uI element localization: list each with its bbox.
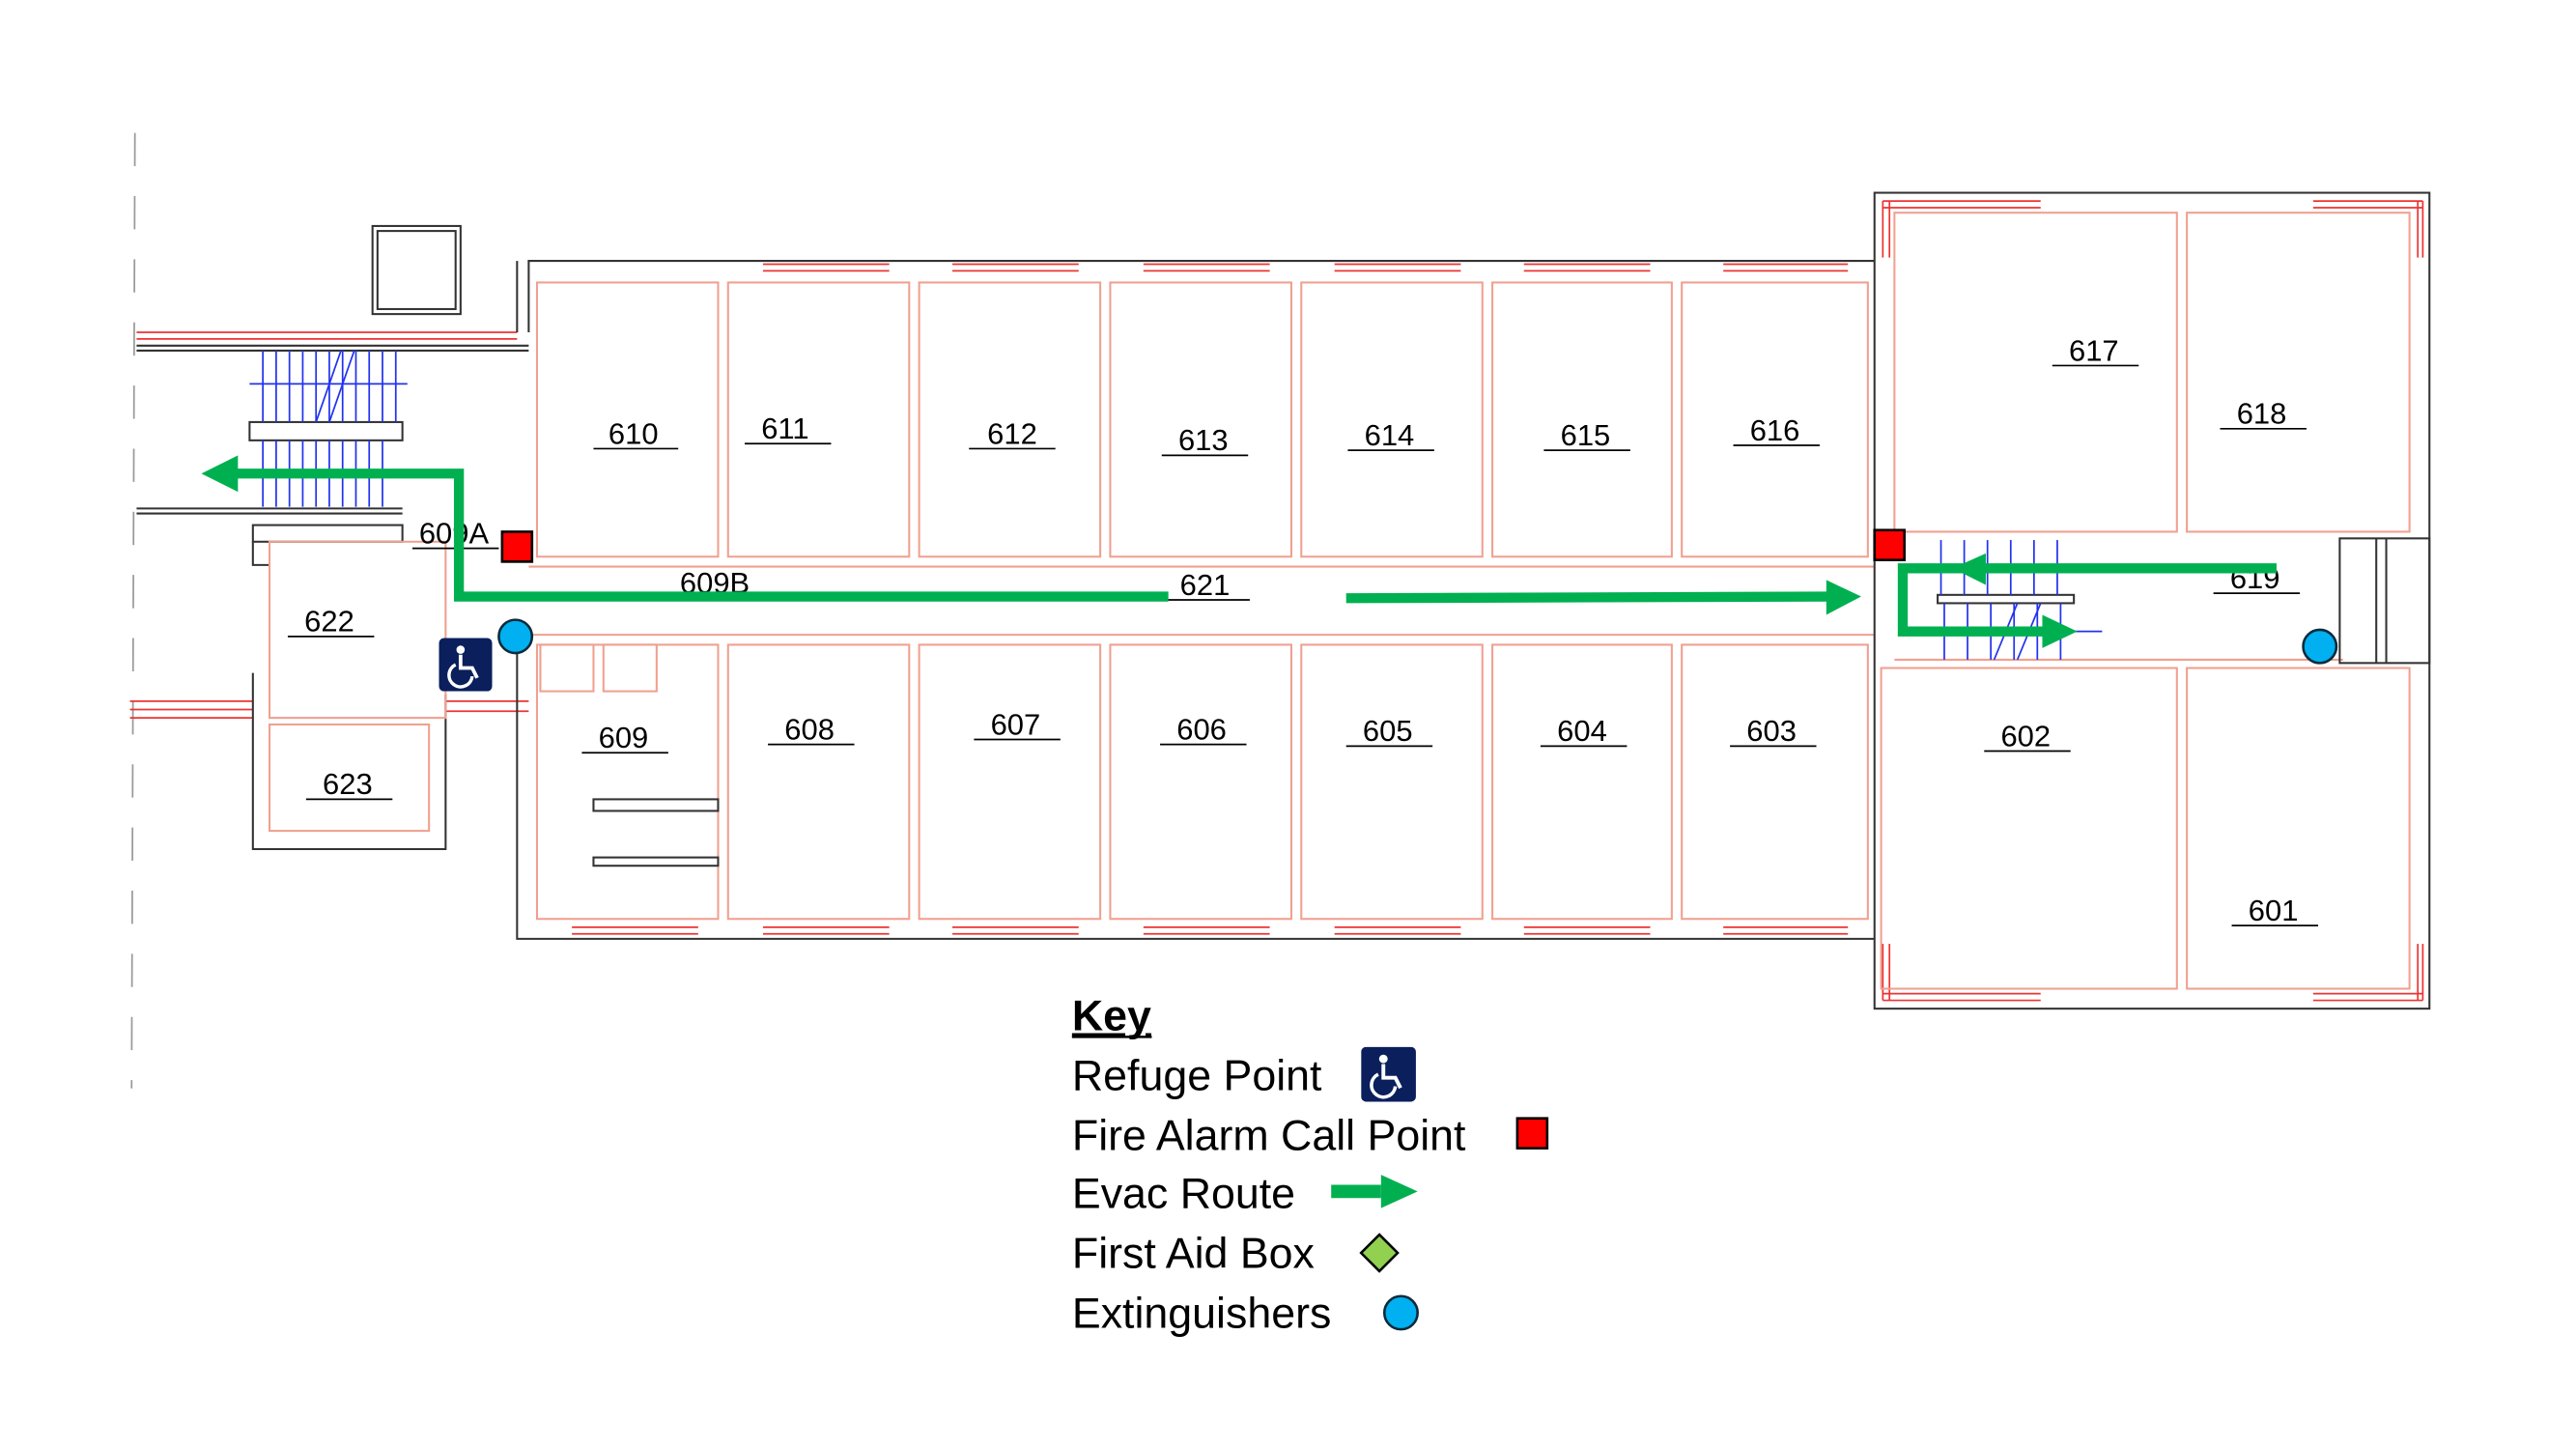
- lift-shaft: [371, 224, 462, 316]
- room-612: 612: [987, 416, 1037, 450]
- room-605: 605: [1363, 714, 1413, 748]
- room-607: 607: [991, 707, 1041, 741]
- room-604: 604: [1557, 714, 1607, 748]
- right-block-walls: [1873, 191, 2431, 1010]
- extinguisher-icon: [497, 618, 534, 655]
- room-617: 617: [2069, 333, 2119, 367]
- legend: Key Refuge Point Fire Alarm Call Point E…: [1072, 993, 1549, 1337]
- wheelchair-icon: [1361, 1046, 1416, 1102]
- room-601: 601: [2249, 894, 2299, 927]
- room-618: 618: [2237, 397, 2287, 431]
- extinguisher-icon: [2302, 628, 2338, 665]
- room-613: 613: [1178, 423, 1229, 457]
- room-labels: 610 611 612 613 614 615 616 617 618 619 …: [287, 333, 2319, 927]
- fire-alarm-call-point: [500, 530, 534, 563]
- legend-refuge-point: Refuge Point: [1072, 1052, 1322, 1099]
- red-square-icon: [1515, 1117, 1549, 1150]
- room-614: 614: [1365, 418, 1415, 452]
- room-610: 610: [609, 416, 659, 450]
- room-609: 609: [599, 721, 649, 754]
- site-boundary: [130, 132, 136, 1089]
- fire-alarm-call-point: [1873, 528, 1906, 561]
- blue-circle-icon: [1382, 1294, 1419, 1331]
- legend-first-aid-box: First Aid Box: [1072, 1231, 1315, 1278]
- room-622: 622: [304, 605, 354, 639]
- legend-title: Key: [1072, 993, 1151, 1040]
- evac-route-east: [1345, 553, 2278, 648]
- main-block-walls: [516, 260, 1875, 940]
- room-616: 616: [1750, 413, 1800, 447]
- legend-fire-alarm: Fire Alarm Call Point: [1072, 1112, 1466, 1159]
- green-diamond-icon: [1359, 1233, 1400, 1273]
- room-603: 603: [1746, 714, 1797, 748]
- left-walls: [129, 331, 529, 851]
- left-stair: [248, 350, 408, 507]
- legend-evac-route: Evac Route: [1072, 1171, 1295, 1218]
- room-602: 602: [2000, 719, 2051, 753]
- room-621: 621: [1180, 568, 1231, 602]
- room-615: 615: [1561, 418, 1611, 452]
- evac-route-west: [201, 455, 1169, 602]
- room-611: 611: [761, 412, 808, 445]
- room-606: 606: [1176, 712, 1227, 746]
- legend-extinguishers: Extinguishers: [1072, 1290, 1331, 1337]
- wheelchair-icon: [439, 638, 493, 692]
- green-arrow-icon: [1331, 1175, 1418, 1208]
- room-623: 623: [323, 767, 373, 801]
- room-608: 608: [784, 712, 835, 746]
